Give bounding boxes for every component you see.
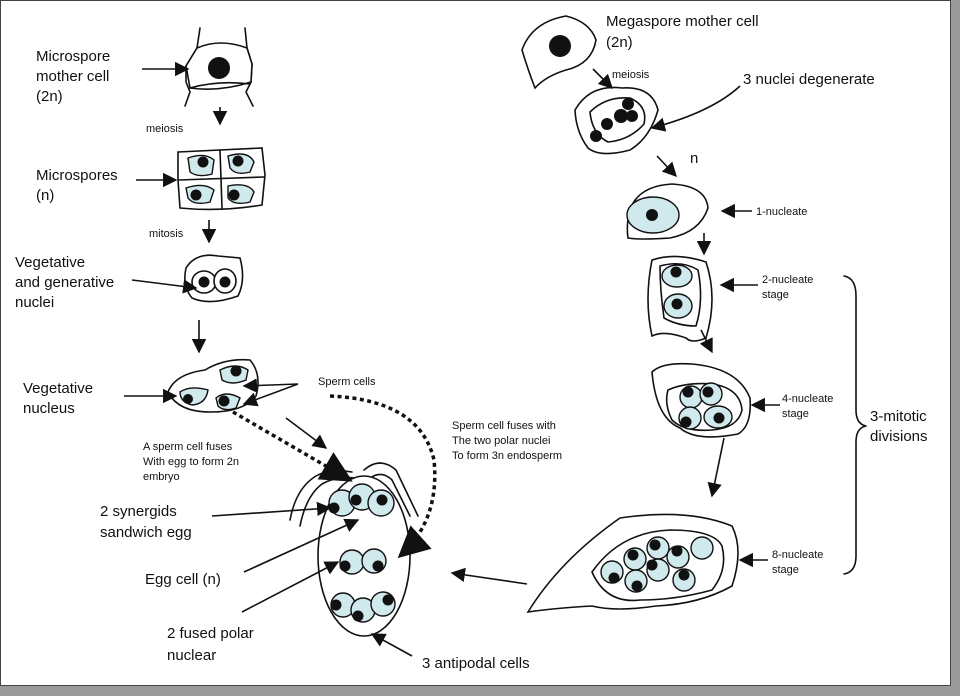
arrow xyxy=(241,561,340,613)
label-fused-polar: 2 fused polar nuclear xyxy=(167,625,258,664)
microspore-mother-cell xyxy=(184,27,254,107)
label-eight-nucleate: 8-nucleate stage xyxy=(772,549,826,576)
microspore-tetrad xyxy=(177,147,266,211)
label-mitosis: mitosis xyxy=(149,228,184,240)
arrow xyxy=(242,383,299,407)
arrow xyxy=(243,518,360,573)
arrow xyxy=(131,279,198,294)
eight-nucleate-cell xyxy=(526,513,739,614)
label-microspores: Microspores (n) xyxy=(36,167,122,204)
one-nucleate-cell xyxy=(626,183,709,240)
four-nucleate-cell xyxy=(651,362,752,438)
label-sperm-egg-fuse: A sperm cell fuses With egg to form 2n e… xyxy=(143,441,242,483)
arrow xyxy=(285,417,328,449)
pollen-grain-sperm xyxy=(167,358,259,413)
arrow xyxy=(592,68,614,90)
label-sperm-polar-fuse: Sperm cell fuses with The two polar nucl… xyxy=(452,420,562,462)
arrow xyxy=(699,329,713,354)
arrow xyxy=(650,85,741,132)
label-veg-gen-nuclei: Vegetative and generative nuclei xyxy=(15,254,118,311)
arrow xyxy=(450,567,528,585)
arrow xyxy=(370,633,413,657)
label-megaspore-mother-cell: Megaspore mother cell (2n) xyxy=(606,13,763,51)
label-microspore-mother-cell: Microspore mother cell (2n) xyxy=(36,48,114,105)
label-vegetative-nucleus: Vegetative nucleus xyxy=(23,380,97,417)
label-egg-cell: Egg cell (n) xyxy=(145,571,221,588)
megaspore-mother-cell xyxy=(521,15,597,90)
arrow xyxy=(656,155,677,178)
label-one-nucleate: 1-nucleate xyxy=(756,206,807,218)
arrow xyxy=(707,437,725,498)
sperm-to-egg-path xyxy=(232,410,353,482)
arrow xyxy=(211,501,332,517)
label-four-nucleate: 4-nucleate stage xyxy=(782,393,836,420)
arrow xyxy=(242,378,299,393)
label-three-mitotic: 3-mitotic divisions xyxy=(870,408,931,445)
label-meiosis-right: meiosis xyxy=(612,69,650,81)
embryo-sac xyxy=(289,462,419,637)
meiosis-cell xyxy=(574,86,659,155)
label-synergids: 2 synergids sandwich egg xyxy=(100,503,192,541)
label-sperm-cells: Sperm cells xyxy=(318,376,376,388)
label-meiosis-left: meiosis xyxy=(146,123,184,135)
label-three-nuclei-degenerate: 3 nuclei degenerate xyxy=(743,71,875,88)
sperm-to-polar-path xyxy=(329,394,437,559)
label-two-nucleate: 2-nucleate stage xyxy=(762,274,816,301)
two-nucleate-cell xyxy=(647,255,713,342)
pollen-two-nuclei xyxy=(184,254,244,303)
diagram-panel xyxy=(0,0,951,686)
label-n: n xyxy=(690,150,698,167)
label-antipodal: 3 antipodal cells xyxy=(422,655,530,672)
mitotic-brace xyxy=(843,275,867,575)
